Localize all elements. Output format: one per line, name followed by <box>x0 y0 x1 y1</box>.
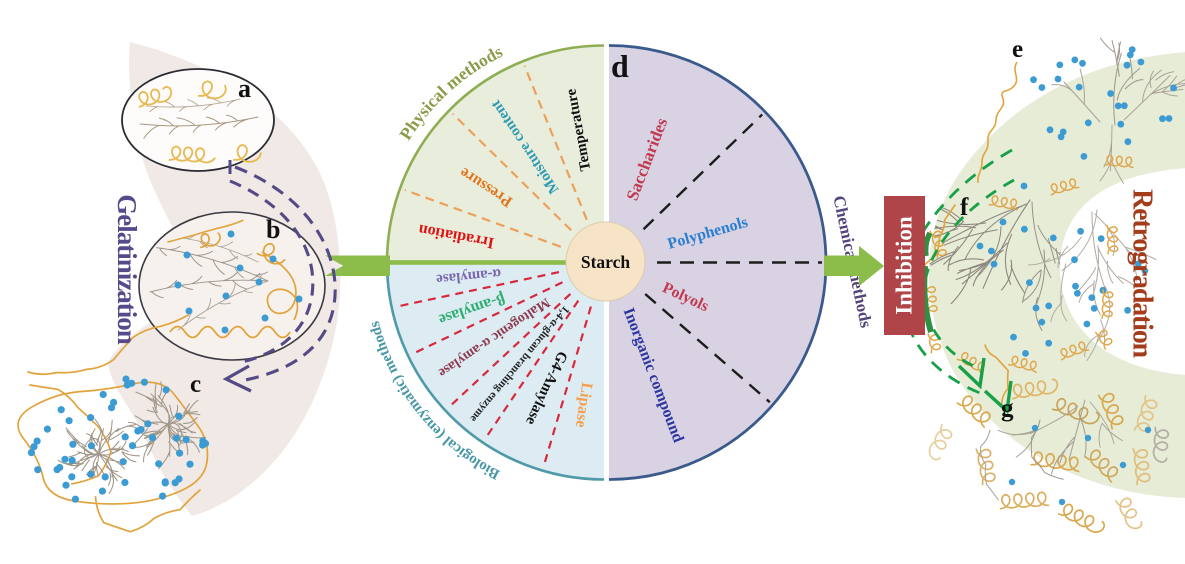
svg-text:Lipase: Lipase <box>572 381 596 428</box>
svg-text:Starch: Starch <box>581 252 631 272</box>
svg-text:Inhibition: Inhibition <box>891 216 916 315</box>
svg-text:a: a <box>238 74 251 103</box>
svg-text:b: b <box>266 215 280 244</box>
svg-text:α-amylase: α-amylase <box>435 265 502 287</box>
svg-text:g: g <box>1001 395 1014 422</box>
svg-text:f: f <box>960 194 969 221</box>
svg-text:e: e <box>1012 36 1023 63</box>
svg-text:d: d <box>611 48 629 84</box>
svg-text:Retrogradation: Retrogradation <box>1127 189 1158 358</box>
svg-text:Gelatinization: Gelatinization <box>112 194 142 344</box>
svg-text:c: c <box>190 371 201 398</box>
